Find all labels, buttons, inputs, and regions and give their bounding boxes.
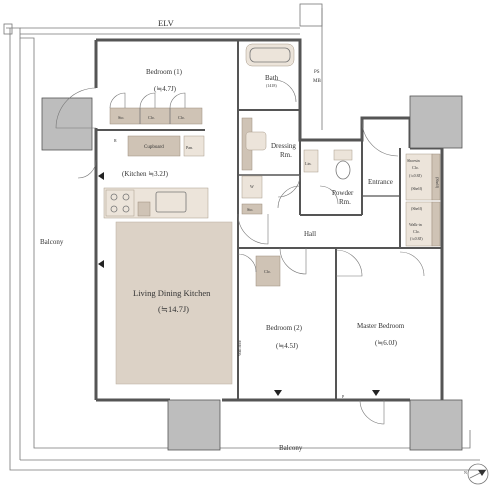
elevator-band [20,3,323,130]
cupboard-label: Cupboard [144,145,164,150]
mb-label: MB [313,79,321,84]
master-label: Master Bedroom [357,322,405,330]
kitchen-counter [103,187,209,219]
sto2-label: Sto. [247,207,253,212]
bedroom2-closet [255,255,281,287]
powder-label: Powder [332,189,354,197]
bath-size: (1418) [266,83,277,88]
bedroom1-label: Bedroom (1) [146,68,183,76]
clo3-label: Clo. [264,269,271,274]
p-label: P [342,394,345,399]
lin-label: Lin. [305,161,312,166]
kitchen-label: (Kitchen ≒3.2J) [122,170,169,178]
bedroom1-size: (≒4.7J) [154,85,177,93]
kitchen-cupboard [127,135,205,157]
unit-walls [94,38,444,402]
walkin-label: Walk-in [409,222,422,227]
walkin-clo-label: Clo. [413,229,420,234]
shelf3-label: (Shelf) [411,206,423,211]
sto1-label: Sto. [118,115,124,120]
entrance-label: Entrance [368,178,393,186]
shelf2-label: (Shelf) [435,177,440,189]
clo1-label: Clo. [148,115,155,120]
shoes-size-label: (≒0.8J) [409,173,422,178]
north-arrow-icon [467,463,489,485]
powder-rm-label: Rm. [339,198,351,206]
shelf1-label: (Shelf) [411,186,423,191]
ldk-rug [115,221,233,385]
dressing-fixtures [241,117,319,215]
clo2-label: Clo. [178,115,185,120]
columns [41,95,463,451]
toilet [333,149,353,180]
dressing-label: Dressing [271,142,296,150]
bedroom2-size-label: (≒4.5J) [276,342,299,350]
shoes-in-label: Shoesin [407,158,420,163]
ps-label: PS [314,70,320,75]
hall-label: Hall [304,230,316,238]
elv-label: ELV [158,18,175,28]
walkin-size-label: (≒0.8J) [410,236,423,241]
wall-door-label: Wall door [237,340,242,356]
shoes-clo-label: Clo. [412,165,419,170]
bedroom1-closets [109,92,203,125]
r-label: R [114,138,117,143]
master-size-label: (≒6.0J) [375,339,398,347]
w-label: W [250,184,254,189]
window-markers [98,172,380,396]
bath-label: Bath [265,74,279,82]
dressing-rm-label: Rm. [280,151,292,159]
doors [55,79,425,425]
balcony-left-label: Balcony [40,238,64,246]
bath-tub [245,43,295,67]
entrance-closets [405,153,441,247]
ldk-size-label: (≒14.7J) [158,304,189,314]
pan-label: Pan. [186,145,193,150]
balcony-bottom-label: Balcony [279,444,303,452]
north-label: N [464,470,467,475]
bedroom2-label: Bedroom (2) [266,324,303,332]
ldk-label: Living Dining Kitchen [133,288,211,298]
